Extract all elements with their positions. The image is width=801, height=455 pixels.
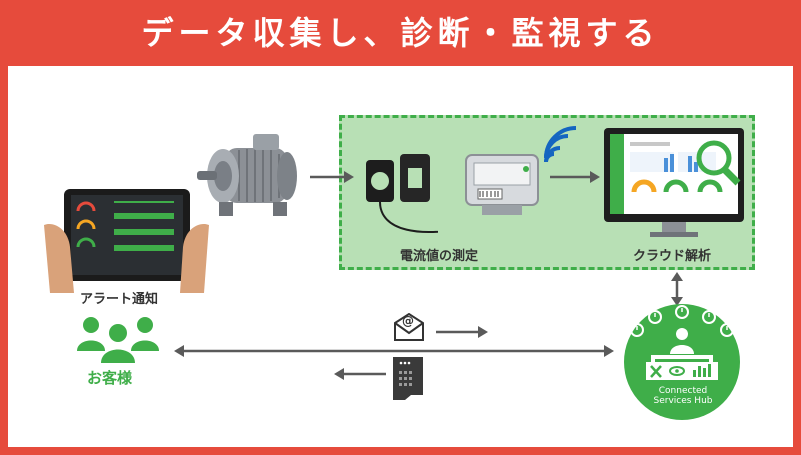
cloud-analysis-label: クラウド解析 [633,249,712,264]
hub-label: Connected Services Hub [642,386,724,406]
device-to-cloud-arrow [550,170,600,184]
customer-hub-double-arrow [174,343,614,359]
tablet-icon [44,185,209,293]
email-icon [393,313,425,341]
hub-label-line2: Services Hub [653,396,713,406]
email-at-symbol: @ [402,314,414,328]
customer-label: お客様 [87,369,133,387]
wifi-icon [540,126,582,166]
measurement-label: 電流値の測定 [400,249,479,264]
monitor-icon [604,128,744,240]
hub-label-line1: Connected [658,386,708,396]
title-bar: データ収集し、診断・監視する [0,0,801,66]
current-clamp-icon [358,150,438,250]
cloud-hub-double-arrow [670,272,684,306]
clock-icon [630,305,734,337]
fax-icon [391,355,425,401]
motor-to-clamp-arrow [310,170,354,184]
motor-icon [195,128,305,223]
page-title: データ収集し、診断・監視する [141,14,660,52]
sensor-device-icon [460,145,550,225]
people-icon [75,315,161,365]
connected-services-hub [615,300,750,420]
email-send-arrow [436,325,488,339]
alert-label: アラート通知 [80,292,159,307]
report-return-arrow [334,367,386,381]
